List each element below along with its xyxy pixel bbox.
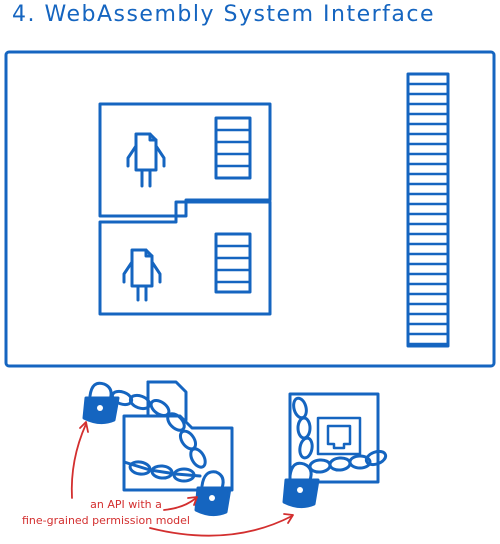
host-runtime-box: [4, 50, 496, 368]
wasm-module-bottom: [98, 200, 272, 316]
network-device: [288, 392, 380, 484]
padlock-icon: [194, 470, 232, 517]
module-memory-stack: [214, 232, 252, 294]
padlock-icon: [82, 381, 120, 425]
module-memory-stack: [214, 116, 252, 180]
network-port-icon: [316, 416, 362, 456]
chain-icon: [292, 396, 388, 474]
file-document-icon: [126, 132, 166, 188]
file-document-icon: [122, 248, 162, 302]
page-title: 4. WebAssembly System Interface: [12, 2, 436, 27]
annotation-line-1: an API with a: [90, 498, 162, 511]
chain-icon: [110, 389, 207, 483]
host-memory-stack: [406, 72, 450, 348]
padlock-icon: [282, 461, 320, 509]
wasm-module-top: [98, 102, 272, 218]
annotation-line-2: fine-grained permission model: [22, 514, 190, 527]
annotation-arrows: [70, 421, 294, 537]
